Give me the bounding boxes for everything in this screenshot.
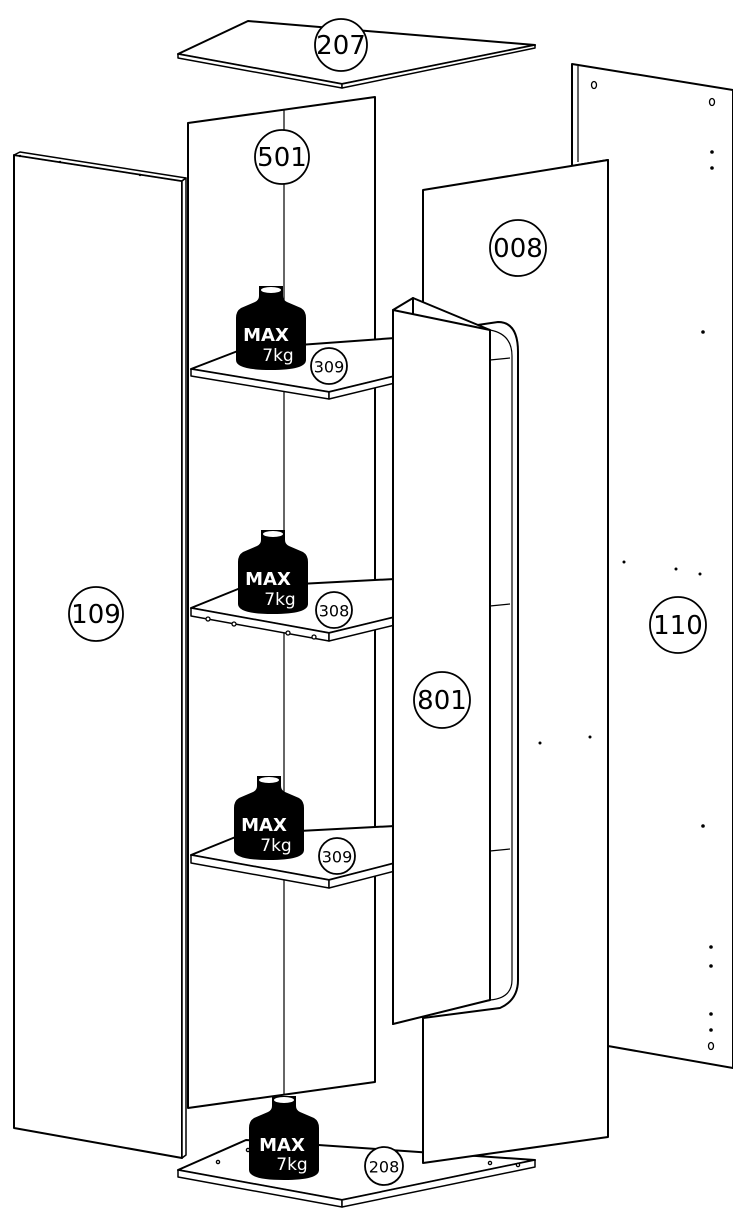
weight-limit-icon-upper: MAX 7kg	[236, 286, 306, 370]
weight-limit-icon-bottom: MAX 7kg	[249, 1096, 319, 1180]
part-number-309-upper: 309	[314, 358, 345, 377]
label-501: 501	[254, 129, 310, 185]
label-008: 008	[489, 219, 547, 277]
part-number-801: 801	[417, 686, 467, 716]
max-label: MAX	[241, 815, 287, 836]
label-208: 208	[364, 1146, 404, 1186]
max-label: MAX	[245, 569, 291, 590]
label-309-lower: 309	[318, 837, 356, 875]
left-side-panel	[13, 151, 187, 1159]
label-207: 207	[314, 18, 368, 72]
label-308: 308	[315, 591, 353, 629]
load-label: 7kg	[276, 1155, 307, 1175]
part-number-207: 207	[316, 31, 366, 61]
part-number-501: 501	[257, 143, 307, 173]
max-label: MAX	[243, 325, 289, 346]
part-number-208: 208	[369, 1158, 400, 1177]
label-110: 110	[649, 596, 707, 654]
door	[392, 297, 513, 1025]
label-801: 801	[413, 671, 471, 729]
part-number-109: 109	[71, 600, 121, 630]
max-label: MAX	[259, 1135, 305, 1156]
front-frame	[422, 159, 702, 1164]
part-number-309-lower: 309	[322, 848, 353, 867]
label-109: 109	[68, 586, 124, 642]
load-label: 7kg	[262, 346, 293, 366]
load-label: 7kg	[260, 836, 291, 856]
label-309-upper: 309	[310, 347, 348, 385]
part-number-110: 110	[653, 611, 703, 641]
weight-limit-icon-middle: MAX 7kg	[238, 530, 308, 614]
part-number-308: 308	[319, 602, 350, 621]
part-number-008: 008	[493, 234, 543, 264]
weight-limit-icon-lower: MAX 7kg	[234, 776, 304, 860]
load-label: 7kg	[264, 590, 295, 610]
